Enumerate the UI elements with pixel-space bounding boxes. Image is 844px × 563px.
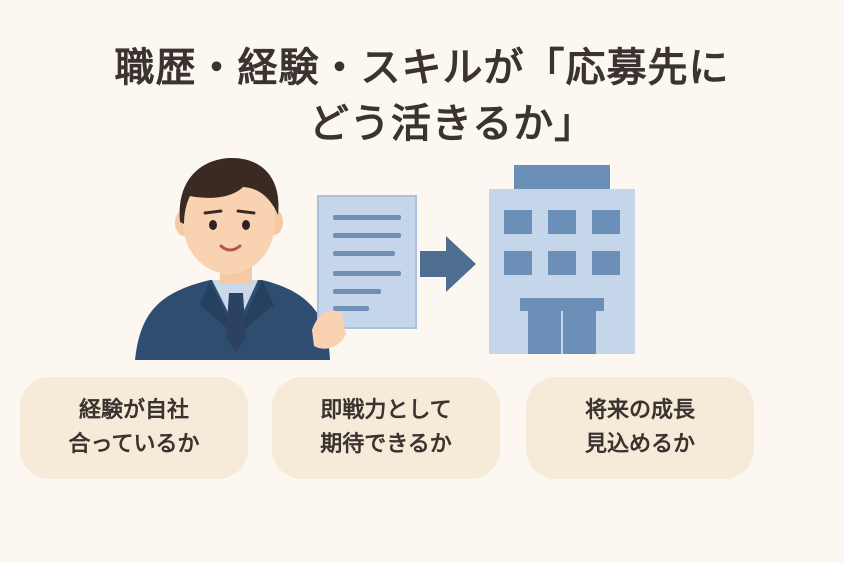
headline: 職歴・経験・スキルが「応募先に どう活きるか」 (0, 40, 844, 152)
headline-line-2: どう活きるか」 (308, 101, 596, 147)
card-line-1: 将来の成長 (584, 398, 695, 423)
card-line-2: 期待できるか (320, 432, 452, 457)
businessman-illustration (135, 158, 330, 360)
resume-document-icon (317, 195, 417, 329)
card-line-2: 合っているか (68, 432, 200, 457)
hand-illustration (312, 310, 346, 349)
right-arrow-icon (420, 236, 476, 292)
card-immediate-contribution: 即戦力として 期待できるか (272, 377, 500, 479)
headline-line-1: 職歴・経験・スキルが「応募先に (114, 45, 730, 91)
card-experience-fit: 経験が自社 合っているか (20, 377, 248, 479)
card-line-1: 即戦力として (320, 398, 452, 423)
card-line-2: 見込めるか (584, 432, 695, 457)
illustration (135, 158, 635, 360)
office-building-icon (489, 165, 635, 354)
card-line-1: 経験が自社 (78, 398, 189, 423)
card-future-growth: 将来の成長 見込めるか (526, 377, 754, 479)
